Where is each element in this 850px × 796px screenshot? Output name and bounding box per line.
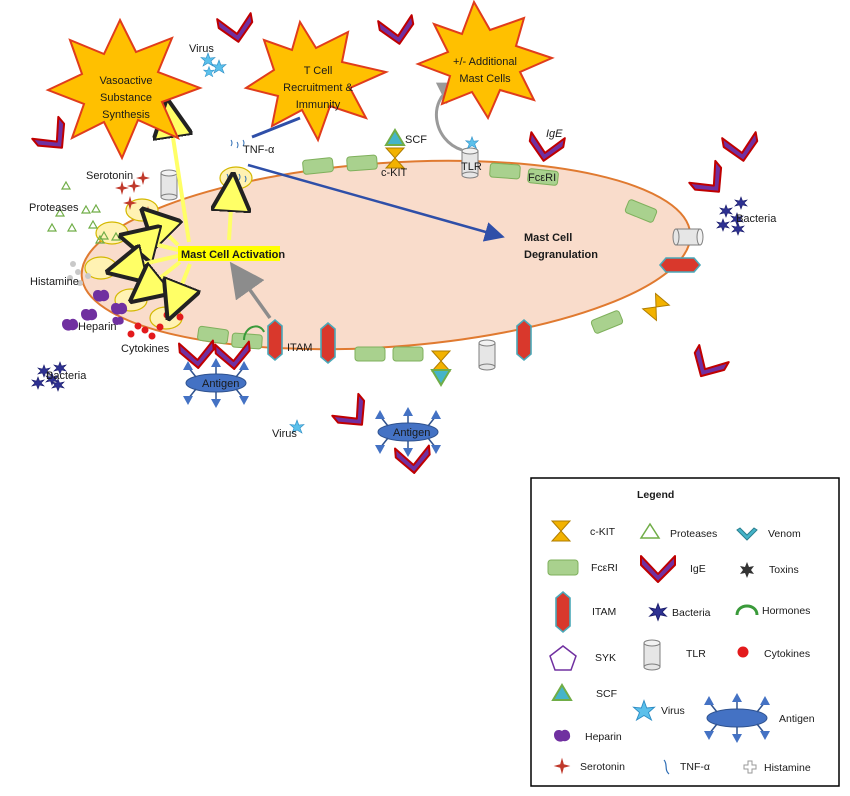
legend-bacteria: Bacteria	[672, 607, 711, 619]
label-histamine: Histamine	[30, 276, 79, 288]
legend-itam: ITAM	[592, 606, 616, 618]
legend-serotonin: Serotonin	[580, 761, 625, 773]
legend-virus: Virus	[661, 705, 685, 717]
label-ckit: c-KIT	[381, 167, 408, 179]
virus-top	[200, 52, 227, 78]
legend: Legend c-KIT Proteases Venom FcεRI IgE T…	[530, 477, 840, 787]
legend-scf: SCF	[596, 688, 617, 700]
burst-additional-text: +/- Additional Mast Cells	[453, 56, 517, 85]
scf-top	[385, 129, 405, 146]
label-itam: ITAM	[287, 342, 312, 354]
label-ige: IgE	[546, 128, 563, 140]
label-virus-bottom: Virus	[272, 428, 297, 440]
legend-cytokines-icon	[737, 646, 749, 658]
burst-vasoactive	[45, 17, 203, 161]
legend-histamine-icon	[743, 760, 757, 774]
label-bacteria-left: Bacteria	[46, 370, 87, 382]
legend-tnf: TNF-α	[680, 761, 710, 773]
svg-text:T Cell: T Cell	[304, 65, 333, 77]
histamine-particles	[67, 261, 91, 286]
legend-histamine: Histamine	[764, 762, 811, 774]
label-scf: SCF	[405, 134, 427, 146]
virus-tlr	[465, 136, 479, 149]
itam-activation-arrow	[229, 261, 272, 320]
legend-proteases-icon	[639, 522, 661, 539]
legend-ckit: c-KIT	[590, 526, 616, 538]
legend-toxins: Toxins	[769, 564, 799, 576]
legend-heparin-icon	[554, 729, 571, 742]
legend-title: Legend	[637, 489, 674, 501]
label-degranulation-1: Mast Cell	[524, 232, 572, 244]
legend-tlr: TLR	[686, 648, 706, 660]
label-antigen-left: Antigen	[202, 378, 239, 390]
legend-tlr-icon	[643, 639, 661, 671]
svg-text:Mast Cells: Mast Cells	[459, 73, 511, 85]
svg-text:Substance: Substance	[100, 92, 152, 104]
tnf-to-tcell-arrow	[251, 116, 301, 139]
legend-venom: Venom	[768, 528, 801, 540]
burst-vasoactive-text: Vasoactive Substance Synthesis	[100, 75, 153, 121]
label-heparin: Heparin	[78, 321, 117, 333]
legend-ige: IgE	[690, 563, 706, 575]
legend-syk-icon	[549, 645, 577, 671]
activation-arrows	[125, 118, 232, 302]
label-activation: Mast Cell Activation	[181, 249, 285, 261]
legend-heparin: Heparin	[585, 731, 622, 743]
label-virus-top: Virus	[189, 43, 214, 55]
burst-tcell-text: T Cell Recruitment & Immunity	[283, 65, 353, 111]
legend-cytokines: Cytokines	[764, 648, 810, 660]
label-bacteria-right: Bacteria	[736, 213, 777, 225]
label-cytokines: Cytokines	[121, 343, 170, 355]
legend-antigen: Antigen	[779, 713, 815, 725]
legend-toxins-icon	[740, 562, 754, 578]
label-antigen-right: Antigen	[393, 427, 430, 439]
legend-venom-icon	[736, 527, 758, 541]
svg-text:+/- Additional: +/- Additional	[453, 56, 517, 68]
legend-hormones-icon	[735, 604, 759, 616]
label-proteases: Proteases	[29, 202, 79, 214]
legend-syk: SYK	[595, 652, 616, 664]
legend-fceri: FcεRI	[591, 562, 618, 574]
svg-text:Synthesis: Synthesis	[102, 109, 150, 121]
legend-hormones: Hormones	[762, 605, 810, 617]
burst-tcell	[243, 19, 390, 143]
legend-fceri-icon	[547, 559, 579, 576]
svg-text:Recruitment &: Recruitment &	[283, 82, 353, 94]
scf-bottom	[431, 369, 451, 386]
degranulation-arrow	[247, 163, 505, 242]
legend-itam-icon	[555, 591, 571, 633]
legend-box	[530, 477, 840, 787]
label-degranulation-2: Degranulation	[524, 249, 598, 261]
legend-tnf-icon	[663, 759, 670, 775]
label-fceri: FcεRI	[528, 172, 556, 184]
burst-additional	[415, 0, 555, 121]
label-serotonin: Serotonin	[86, 170, 133, 182]
activation-highlight	[178, 246, 280, 261]
label-tnf: TNF-α	[243, 144, 275, 156]
hormone-curve	[243, 325, 265, 341]
svg-text:Vasoactive: Vasoactive	[100, 75, 153, 87]
svg-text:Immunity: Immunity	[296, 99, 341, 111]
label-tlr: TLR	[461, 161, 482, 173]
legend-proteases: Proteases	[670, 528, 717, 540]
